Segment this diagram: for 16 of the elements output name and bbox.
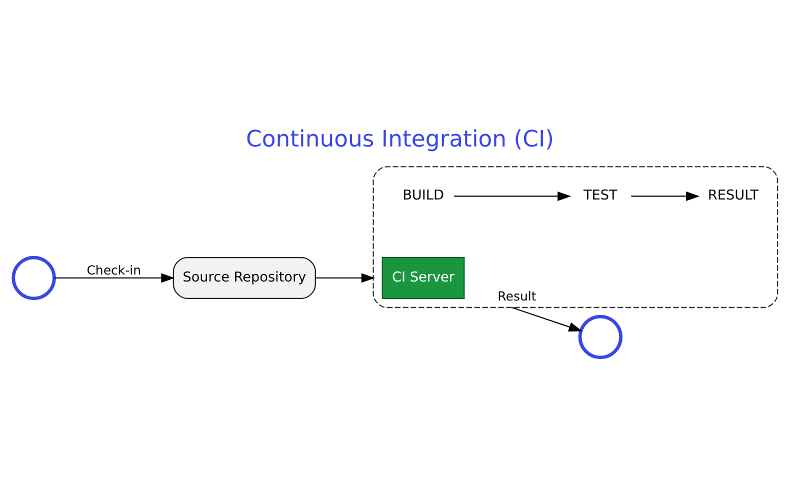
arrow [512,306,582,331]
arrow [316,272,376,282]
edge-label: Check-in [86,262,141,277]
node-box: Source Repository [172,256,316,298]
node-person [578,314,623,359]
diagram-title: Continuous Integration (CI) [246,126,554,152]
cluster [372,166,778,308]
node-text: TEST [583,187,618,204]
node-box: CI Server [382,256,465,298]
arrow [454,190,572,200]
node-person [12,255,56,300]
node-text: RESULT [708,187,759,204]
arrow [54,272,175,282]
arrow [631,190,700,200]
node-text: BUILD [402,187,444,204]
edge-label: Result [498,288,536,303]
